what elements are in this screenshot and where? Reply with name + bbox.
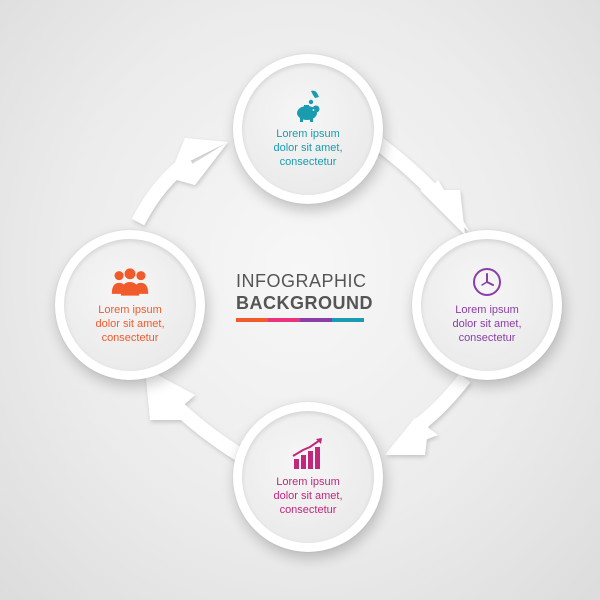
title-color-bar — [236, 318, 364, 322]
title-bar-segment-purple — [300, 318, 332, 322]
arrow-right-to-bottom — [385, 373, 471, 455]
people-group-icon — [110, 265, 150, 299]
arrow-left-to-top — [131, 138, 228, 226]
step-node-right: Lorem ipsum dolor sit amet, consectetur — [412, 230, 562, 380]
step-text-top: Lorem ipsum dolor sit amet, consectetur — [273, 128, 343, 168]
clock-icon — [467, 265, 507, 299]
step-node-left: Lorem ipsum dolor sit amet, consectetur — [55, 230, 205, 380]
arrow-bottom-to-left — [145, 368, 244, 461]
step-text-right: Lorem ipsum dolor sit amet, consectetur — [452, 304, 522, 344]
center-title: INFOGRAPHIC BACKGROUND — [236, 270, 373, 322]
growth-chart-icon — [288, 437, 328, 471]
step-node-bottom: Lorem ipsum dolor sit amet, consectetur — [233, 402, 383, 552]
piggy-bank-icon — [288, 89, 328, 123]
arrow-top-to-right — [373, 137, 470, 235]
step-text-left: Lorem ipsum dolor sit amet, consectetur — [95, 304, 165, 344]
step-text-bottom: Lorem ipsum dolor sit amet, consectetur — [273, 476, 343, 516]
title-bar-segment-teal — [332, 318, 364, 322]
title-line-background: BACKGROUND — [236, 293, 373, 313]
title-bar-segment-orange — [236, 318, 268, 322]
title-line-infographic: INFOGRAPHIC — [236, 271, 367, 291]
step-node-top: Lorem ipsum dolor sit amet, consectetur — [233, 54, 383, 204]
title-bar-segment-pink — [268, 318, 300, 322]
